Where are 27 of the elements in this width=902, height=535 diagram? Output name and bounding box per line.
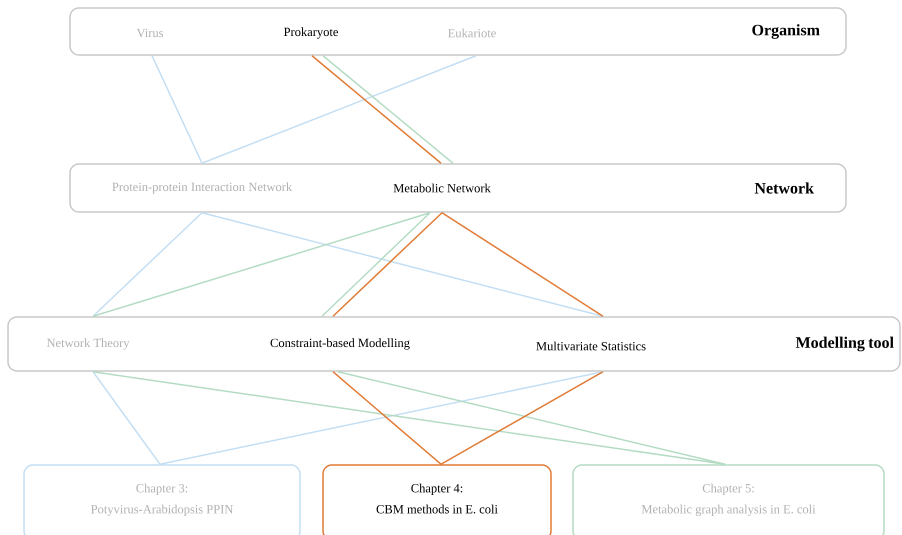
connector-line [321, 212, 431, 317]
connector-line [332, 212, 443, 317]
item-label: Constraint-based Modelling [270, 338, 410, 350]
item-label: Metabolic Network [394, 184, 491, 192]
connector-line [92, 212, 430, 317]
connector-line [332, 371, 442, 465]
connector-line [92, 212, 203, 317]
chapter-box: Chapter 5: Metabolic graph analysis in E. coli [572, 464, 885, 535]
connector-line [202, 212, 604, 317]
item-label: Virus [136, 28, 164, 38]
connector-line [322, 55, 454, 164]
connector-line [440, 371, 604, 465]
item-label: Prokaryote [284, 27, 338, 39]
connector-line [92, 371, 726, 465]
item-label: Network Theory [46, 338, 130, 350]
chapter-box: Chapter 3: Potyvirus-Arabidopsis PPIN [23, 464, 301, 535]
item-label: Multivariate Statistics [536, 342, 646, 350]
item-label: Eukariote [448, 28, 496, 38]
connector-line [338, 371, 726, 465]
connector-line [202, 55, 476, 164]
connector-line [151, 55, 203, 164]
chapter-box: Chapter 4: CBM methods in E. coli [322, 464, 552, 535]
connector-line [160, 371, 604, 465]
connector-line [442, 212, 604, 317]
connector-line [312, 55, 442, 164]
item-label: Protein-protein Interaction Network [112, 182, 292, 194]
connector-line [92, 371, 161, 465]
